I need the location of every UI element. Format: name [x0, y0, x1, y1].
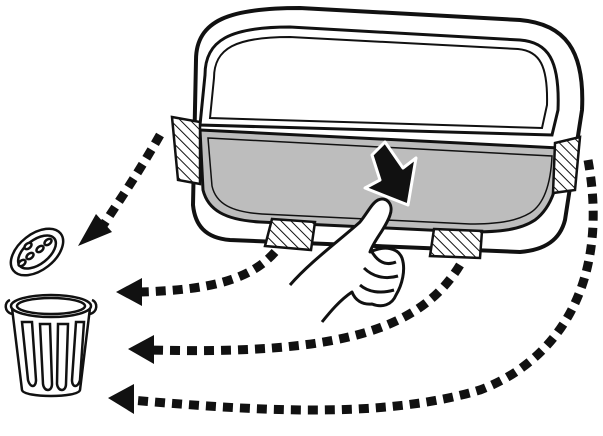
- bottom-left-clip: [263, 217, 317, 252]
- dashed-arrow-right-clip: [129, 159, 598, 415]
- push-down-arrow-icon: [363, 140, 418, 207]
- trash-can-icon: [4, 293, 98, 398]
- bottom-right-clip: [428, 227, 484, 260]
- arrowhead-upper-left: [78, 214, 112, 246]
- dashed-arrows: [96, 132, 598, 415]
- trash-can-lid-icon: [9, 227, 65, 277]
- arrowhead-bottom-right: [128, 335, 154, 364]
- dashed-arrow-upper-left: [96, 132, 164, 233]
- right-clip: [551, 135, 582, 195]
- left-clip: [170, 115, 202, 186]
- dashed-arrow-bottom-right-clip: [149, 262, 464, 356]
- filter-clips: [170, 115, 582, 260]
- hand-icon: [288, 197, 406, 323]
- dashed-arrow-bottom-left-clip: [139, 248, 279, 297]
- dashed-arrow-heads: [78, 214, 154, 414]
- arrowhead-bottom-left: [116, 278, 142, 306]
- arrowhead-right: [108, 384, 134, 414]
